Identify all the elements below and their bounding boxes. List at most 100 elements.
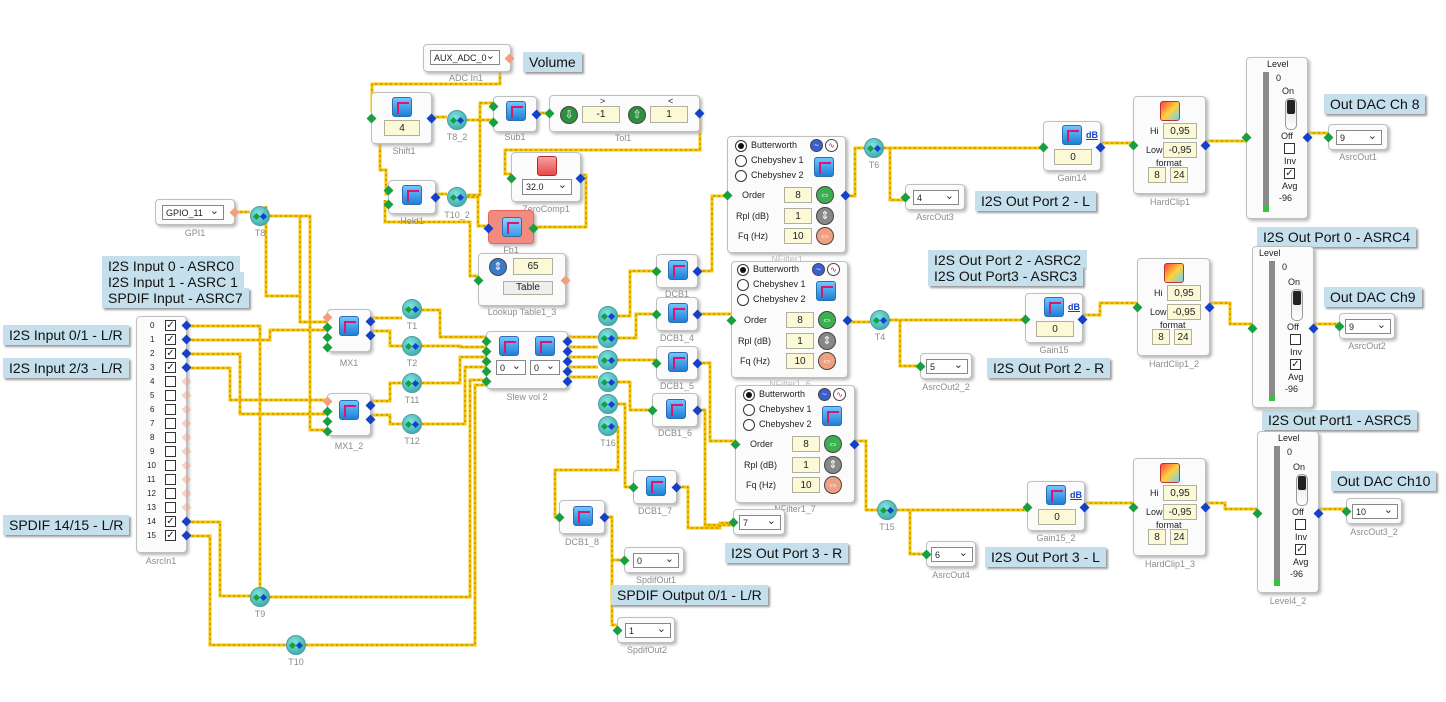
level4-2-inv-checkbox[interactable] bbox=[1295, 519, 1306, 530]
asrc-channel-checkbox[interactable] bbox=[165, 488, 176, 499]
hardclip1-block[interactable]: Hi 0,95 Low -0,95 format 8 24 bbox=[1128, 96, 1211, 194]
gpi1-block[interactable]: GPIO_11 bbox=[155, 199, 240, 225]
level1-avg-checkbox[interactable]: ✓ bbox=[1284, 168, 1295, 179]
hardclip1-f2[interactable]: 24 bbox=[1170, 167, 1188, 183]
node-t16-d[interactable] bbox=[598, 372, 618, 392]
dcb1-6-block[interactable] bbox=[647, 393, 703, 427]
asrc-channel-checkbox[interactable]: ✓ bbox=[165, 530, 176, 541]
asrc-channel-checkbox[interactable]: ✓ bbox=[165, 334, 176, 345]
dcb1-5-block[interactable] bbox=[651, 346, 703, 380]
asrcout3-2-select[interactable]: 10 bbox=[1352, 503, 1398, 519]
asrc-channel-checkbox[interactable]: ✓ bbox=[165, 348, 176, 359]
nfilter1-order[interactable]: 8 bbox=[784, 187, 812, 203]
nfilter1-6-butterworth-radio[interactable] bbox=[737, 264, 749, 276]
mx1-2-block[interactable] bbox=[322, 393, 376, 437]
hardclip1-3-f1[interactable]: 8 bbox=[1148, 529, 1166, 545]
node-t1[interactable] bbox=[402, 299, 422, 319]
node-t15[interactable] bbox=[877, 500, 897, 520]
level1-inv-checkbox[interactable] bbox=[1284, 143, 1295, 154]
asrcout1-select[interactable]: 9 bbox=[1336, 129, 1382, 145]
nfilter1-7-cheby2-radio[interactable] bbox=[743, 419, 755, 431]
asrcout3-2-block[interactable]: 10 bbox=[1341, 498, 1402, 524]
gain15-value[interactable]: 0 bbox=[1036, 321, 1074, 337]
hardclip1-2-block[interactable]: Hi 0,95 Low -0,95 format 8 24 bbox=[1132, 258, 1215, 356]
spdifout1-block[interactable]: 0 bbox=[619, 547, 684, 573]
nfilter1-rpl[interactable]: 1 bbox=[784, 208, 812, 224]
gpi-select[interactable]: GPIO_11 bbox=[162, 204, 224, 220]
lookup-table-button[interactable]: Table bbox=[503, 281, 553, 295]
nfilter1-6-block[interactable]: Butterworth Chebyshev 1 Chebyshev 2 ~ ∿ … bbox=[726, 261, 853, 378]
mx1-block[interactable] bbox=[322, 309, 376, 353]
hardclip1-hi[interactable]: 0,95 bbox=[1163, 123, 1197, 139]
asrcout4-block[interactable]: 6 bbox=[921, 541, 976, 567]
adc-in1-block[interactable]: AUX_ADC_0 bbox=[423, 44, 515, 72]
node-t12[interactable] bbox=[402, 414, 422, 434]
node-t10[interactable] bbox=[286, 635, 306, 655]
hardclip1-3-block[interactable]: Hi 0,95 Low -0,95 format 8 24 bbox=[1128, 458, 1211, 556]
node-t11[interactable] bbox=[402, 373, 422, 393]
nfilter1-7-order[interactable]: 8 bbox=[792, 436, 820, 452]
asrc-channel-checkbox[interactable] bbox=[165, 502, 176, 513]
node-t16-c[interactable] bbox=[598, 350, 618, 370]
tol-high-value[interactable]: 1 bbox=[650, 106, 688, 123]
nfilter1-7-block[interactable]: Butterworth Chebyshev 1 Chebyshev 2 ~ ∿ … bbox=[730, 385, 860, 503]
gain14-value[interactable]: 0 bbox=[1054, 149, 1092, 165]
asrcout3-select[interactable]: 4 bbox=[913, 189, 959, 205]
nfilter1-butterworth-radio[interactable] bbox=[735, 140, 747, 152]
asrc-channel-checkbox[interactable]: ✓ bbox=[165, 362, 176, 373]
asrc-channel-checkbox[interactable] bbox=[165, 446, 176, 457]
nfilter1-7-fq[interactable]: 10 bbox=[792, 477, 820, 493]
nfilter1-cheby1-radio[interactable] bbox=[735, 155, 747, 167]
hardclip1-3-low[interactable]: -0,95 bbox=[1163, 504, 1197, 520]
node-t16-a[interactable] bbox=[598, 306, 618, 326]
hardclip1-2-hi[interactable]: 0,95 bbox=[1167, 285, 1201, 301]
asrcout3-block[interactable]: 4 bbox=[900, 184, 965, 210]
nfilter1-6-cheby1-radio[interactable] bbox=[737, 279, 749, 291]
shift1-block[interactable]: 4 bbox=[366, 92, 437, 144]
i2sout-port3r-select[interactable]: 7 bbox=[739, 514, 781, 530]
level1-block[interactable]: Level 0 On Off Inv ✓ Avg -96 bbox=[1241, 57, 1313, 219]
level2-inv-checkbox[interactable] bbox=[1290, 334, 1301, 345]
fb1-block[interactable] bbox=[483, 210, 539, 244]
tol-low-value[interactable]: -1 bbox=[582, 106, 620, 123]
spdifout2-select[interactable]: 1 bbox=[625, 622, 671, 638]
dcb1-7-block[interactable] bbox=[628, 470, 682, 504]
nfilter1-7-butterworth-radio[interactable] bbox=[743, 389, 755, 401]
level2-block[interactable]: Level 0 On Off Inv ✓ Avg -96 bbox=[1247, 246, 1319, 408]
sub1-block[interactable] bbox=[488, 96, 542, 132]
nfilter1-6-cheby2-radio[interactable] bbox=[737, 294, 749, 306]
node-t16-f[interactable] bbox=[598, 416, 618, 436]
tol1-block[interactable]: > < ⇩ -1 ⇧ 1 bbox=[544, 95, 705, 132]
asrc-channel-checkbox[interactable] bbox=[165, 432, 176, 443]
level2-avg-checkbox[interactable]: ✓ bbox=[1290, 359, 1301, 370]
node-t10-2[interactable] bbox=[447, 187, 467, 207]
shift1-value[interactable]: 4 bbox=[384, 120, 420, 136]
hardclip1-3-f2[interactable]: 24 bbox=[1170, 529, 1188, 545]
spdifout1-select[interactable]: 0 bbox=[633, 552, 679, 568]
asrc-channel-checkbox[interactable] bbox=[165, 390, 176, 401]
dcb1-block[interactable] bbox=[651, 254, 703, 288]
asrc-channel-checkbox[interactable] bbox=[165, 404, 176, 415]
i2sout-port3r-block[interactable]: 7 bbox=[728, 509, 785, 535]
node-t4[interactable] bbox=[870, 310, 890, 330]
hardclip1-2-low[interactable]: -0,95 bbox=[1167, 304, 1201, 320]
level4-2-avg-checkbox[interactable]: ✓ bbox=[1295, 544, 1306, 555]
asrc-channel-checkbox[interactable]: ✓ bbox=[165, 320, 176, 331]
node-t9[interactable] bbox=[250, 587, 270, 607]
slew-select-b[interactable]: 0 bbox=[530, 359, 560, 375]
hardclip1-f1[interactable]: 8 bbox=[1148, 167, 1166, 183]
gain15-block[interactable]: dB 0 bbox=[1020, 293, 1088, 343]
nfilter1-7-cheby1-radio[interactable] bbox=[743, 404, 755, 416]
lookup-table-block[interactable]: ⇕ 65 Table bbox=[473, 253, 571, 306]
asrcout2-2-select[interactable]: 5 bbox=[926, 358, 968, 374]
asrcout2-block[interactable]: 9 bbox=[1334, 313, 1395, 339]
level4-2-toggle-switch[interactable] bbox=[1296, 474, 1308, 506]
lookup-value[interactable]: 65 bbox=[513, 258, 553, 275]
node-t2[interactable] bbox=[402, 336, 422, 356]
hardclip1-2-f2[interactable]: 24 bbox=[1174, 329, 1192, 345]
slew-vol2-block[interactable]: 0 0 bbox=[481, 331, 573, 389]
zerocomp1-block[interactable]: 32.0 bbox=[506, 152, 586, 202]
gain15-2-block[interactable]: dB 0 bbox=[1022, 481, 1090, 531]
asrcout1-block[interactable]: 9 bbox=[1323, 124, 1388, 150]
